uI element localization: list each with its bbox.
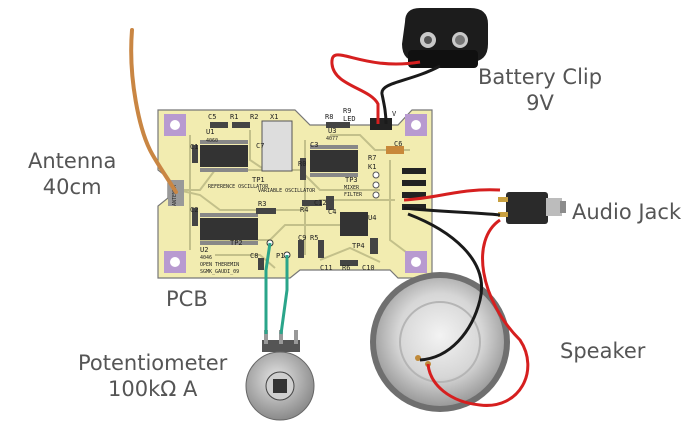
ref-label: C8 <box>250 252 258 260</box>
pot-wire-green-2 <box>279 255 289 335</box>
ic-chips <box>200 145 368 240</box>
speaker-wire-black <box>407 212 483 362</box>
audio-wire-red <box>403 188 501 202</box>
pcb-text: OPEN THEREMIN <box>200 262 239 268</box>
ref-label: C2 <box>190 206 198 214</box>
pcb-text: VARIABLE OSCILLATOR <box>258 188 316 194</box>
part-number: 4046 <box>200 255 212 261</box>
potentiometer <box>245 330 315 421</box>
ref-label: U3 <box>328 127 336 135</box>
ref-label: R6 <box>342 264 350 272</box>
antenna-pcb-label: ANTENNA <box>172 185 178 206</box>
audio-jack-label: Audio Jack <box>572 200 682 224</box>
battery-wire-red <box>330 53 421 124</box>
ref-label: P1 <box>276 252 284 260</box>
ref-label: K1 <box>368 163 376 171</box>
ref-label: TP2 <box>230 239 243 247</box>
ref-label: C6 <box>394 140 402 148</box>
speaker-label: Speaker <box>560 339 646 363</box>
antenna-label: Antenna 40cm <box>28 148 116 200</box>
speaker-wire-red <box>426 218 530 407</box>
ref-label: R7 <box>368 154 376 162</box>
ref-label: C5 <box>208 113 216 121</box>
battery-wire-black <box>380 64 441 125</box>
antenna-wire <box>129 28 178 194</box>
ref-label: R0 <box>298 160 306 168</box>
ref-label: TP1 <box>252 176 265 184</box>
ref-label: U2 <box>200 246 208 254</box>
pcb-label: PCB <box>166 287 208 311</box>
antenna-label-length: 40cm <box>42 175 102 199</box>
audio-wire-black <box>403 206 501 217</box>
ref-label: R4 <box>300 206 308 214</box>
part-number: 4077 <box>326 136 338 142</box>
ref-label: R9 <box>343 107 351 115</box>
ref-label: V <box>392 110 397 118</box>
potentiometer-label-value: 100kΩ A <box>107 377 198 401</box>
pcb-text: SGMK_GAUDI_09 <box>200 269 239 275</box>
potentiometer-label-name: Potentiometer <box>78 351 228 375</box>
battery-clip-label-name: Battery Clip <box>478 65 603 89</box>
silkscreen-labels: C5 R1 R2 X1 R8 R9 LED V U1 C1 C7 TP1 C3 … <box>172 107 402 275</box>
ref-label: R8 <box>325 113 333 121</box>
ref-label: R1 <box>230 113 238 121</box>
ref-label: C4 <box>328 208 336 216</box>
pcb-board: C5 R1 R2 X1 R8 R9 LED V U1 C1 C7 TP1 C3 … <box>157 107 433 279</box>
ref-label: R2 <box>250 113 258 121</box>
pcb-text: REFERENCE OSCILLATOR <box>208 184 269 190</box>
battery-clip <box>402 8 488 68</box>
battery-clip-label: Battery Clip 9V <box>478 64 602 116</box>
crystal-x1 <box>261 120 293 172</box>
ref-label: C3 <box>310 141 318 149</box>
ref-label: C7 <box>256 142 264 150</box>
audio-jack <box>498 192 566 224</box>
potentiometer-label: Potentiometer 100kΩ A <box>78 350 227 402</box>
passive-components <box>192 122 378 270</box>
ref-label: X1 <box>270 113 278 121</box>
ref-label: R3 <box>258 200 266 208</box>
ref-label: U4 <box>368 214 376 222</box>
ref-label: C11 <box>320 264 333 272</box>
battery-clip-label-voltage: 9V <box>526 91 554 115</box>
ref-label: C12 <box>314 199 327 207</box>
ref-label: C9 <box>298 234 306 242</box>
ref-label: C1 <box>190 143 198 151</box>
antenna-label-name: Antenna <box>28 149 117 173</box>
pcb-text: MIXER <box>344 185 360 191</box>
ref-label: U1 <box>206 128 214 136</box>
ref-label: TP3 <box>345 176 358 184</box>
ref-label: C10 <box>362 264 375 272</box>
pot-wire-green-1 <box>264 242 272 334</box>
pcb-text: FILTER <box>344 192 363 198</box>
ref-label: TP4 <box>352 242 365 250</box>
ref-label: R5 <box>310 234 318 242</box>
part-number: 4060 <box>206 138 218 144</box>
ref-label: LED <box>343 115 356 123</box>
speaker <box>370 272 510 412</box>
